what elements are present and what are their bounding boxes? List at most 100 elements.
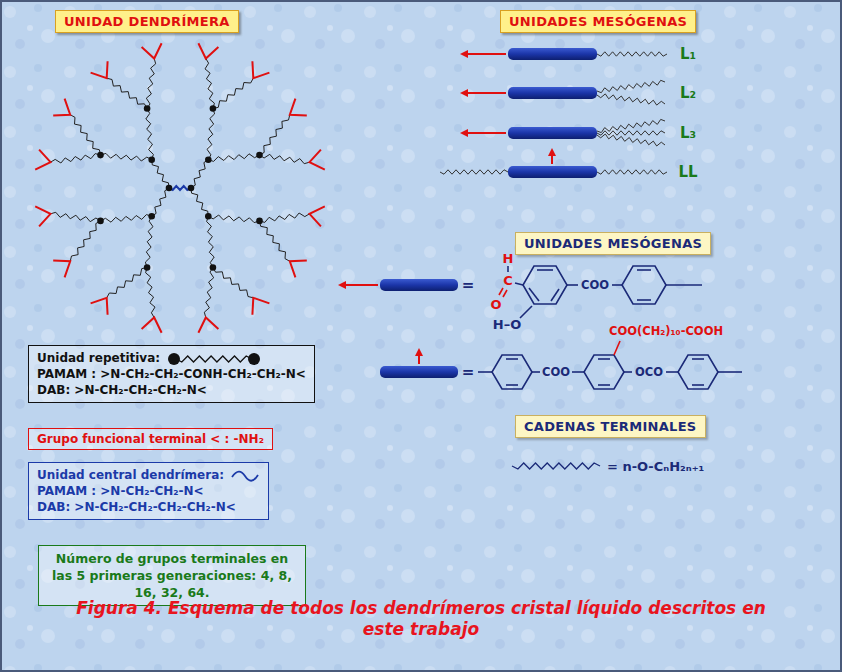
repeat-unit-box: Unidad repetitiva:PAMAM : >N-CH₂-CH₂-CON… [28, 345, 315, 403]
text-line: UNIDAD DENDRÍMERA [64, 14, 230, 29]
equals-sign: = [462, 363, 475, 381]
drawn-stroke [551, 150, 553, 164]
formula-line: DAB: >N-CH₂-CH₂-CH₂-CH₂-N< [37, 500, 236, 514]
drawn-stroke [176, 356, 252, 362]
drawn-stroke [208, 215, 259, 223]
terminal-group [35, 150, 50, 170]
drawn-stroke [537, 269, 553, 271]
drawn-stroke [598, 384, 610, 386]
equals-sign: = [462, 276, 475, 294]
branch-point [205, 213, 212, 220]
drawn-stroke [205, 59, 214, 109]
core-symbol [230, 469, 260, 483]
text-line: DAB: >N-CH₂-CH₂-CH₂-N< [37, 382, 306, 398]
alkyl-chain [597, 131, 665, 135]
chain-formula: = n-O-CₙH₂ₙ₊₁ [607, 459, 704, 474]
drawn-stroke [207, 216, 215, 267]
drawn-stroke [508, 166, 597, 178]
branch-point [166, 185, 173, 192]
drawn-stroke [666, 284, 702, 286]
mesogen-label: L₂ [680, 84, 696, 102]
core-unit-box: Unidad central dendrímera:PAMAM : >N-CH₂… [28, 462, 269, 520]
terminal-group [290, 99, 307, 116]
terminal-group [142, 318, 162, 333]
alkyl-chain [512, 463, 600, 469]
drawn-stroke [508, 127, 597, 139]
drawn-stroke [107, 268, 147, 298]
terminal-group [198, 43, 218, 58]
drawn-stroke [692, 384, 704, 386]
terminal-group [290, 260, 307, 277]
drawn-stroke [213, 268, 253, 298]
drawn-stroke [440, 52, 667, 469]
drawn-stroke [380, 48, 597, 378]
terminal-group [91, 61, 108, 78]
drawn-stroke [101, 153, 152, 161]
drawn-stroke [340, 284, 378, 286]
drawn-stroke [584, 355, 624, 389]
drawn-stroke [507, 266, 509, 272]
drawn-stroke [191, 188, 208, 216]
alkyl-chain [597, 80, 665, 92]
drawn-stroke [380, 366, 458, 378]
terminal-group [252, 298, 269, 315]
text-line: PAMAM : >N-CH₂-CH₂-N< [37, 483, 260, 499]
terminal-group [53, 99, 70, 116]
box-heading: Grupo funcional terminal < : -NH₂ [37, 432, 264, 446]
drawn-stroke [213, 78, 253, 108]
drawn-stroke [418, 350, 420, 364]
drawn-stroke [380, 279, 458, 291]
drawn-stroke [508, 48, 597, 60]
group-label: H–O [493, 317, 521, 332]
text-line: Unidad central dendrímera: [37, 467, 260, 483]
terminal-group [53, 260, 70, 277]
drawn-stroke [612, 284, 622, 286]
drawn-stroke [567, 284, 578, 286]
branch-point [144, 264, 151, 271]
drawn-stroke [191, 160, 208, 188]
drawn-stroke [152, 160, 169, 188]
core-unit [169, 186, 191, 190]
drawn-stroke [508, 87, 597, 99]
drawn-stroke [666, 371, 678, 373]
drawn-stroke [260, 213, 310, 222]
drawn-stroke [499, 266, 702, 318]
drawn-stroke [208, 154, 259, 162]
box-heading: CADENAS TERMINALES [524, 419, 697, 434]
drawn-stroke [499, 288, 503, 295]
terminal-group [310, 206, 325, 226]
alkyl-chain [440, 170, 508, 174]
text-line: PAMAM : >N-CH₂-CH₂-CONH-CH₂-CH₂-N< [37, 366, 306, 382]
branch-point [205, 156, 212, 163]
branch-point [256, 152, 263, 159]
drawn-stroke [107, 78, 147, 108]
drawn-stroke [520, 306, 532, 318]
text-line: Unidad repetitiva: [37, 350, 306, 366]
alkyl-chain [597, 119, 665, 132]
atom-label: O [490, 297, 501, 312]
drawn-stroke [260, 115, 290, 155]
box-heading: Unidad repetitiva: [37, 351, 160, 365]
drawn-stroke [260, 154, 310, 163]
generations-box: Número de grupos terminales en las 5 pri… [38, 545, 306, 606]
drawn-stroke [532, 371, 540, 373]
drawn-stroke [478, 341, 742, 389]
drawn-stroke [515, 283, 523, 285]
drawn-stroke [462, 92, 506, 94]
drawn-stroke [51, 154, 101, 163]
section-heading: CADENAS TERMINALES [515, 415, 706, 438]
branch-point [148, 156, 155, 163]
text-line: CADENAS TERMINALES [524, 419, 697, 434]
drawn-stroke [637, 269, 651, 271]
drawn-stroke [152, 188, 169, 216]
text-line: DAB: >N-CH₂-CH₂-CH₂-CH₂-N< [37, 499, 260, 515]
drawn-stroke [146, 59, 155, 109]
branch-point [168, 353, 180, 365]
drawn-stroke [204, 268, 213, 318]
drawn-stroke [492, 355, 532, 389]
drawn-stroke [462, 53, 506, 55]
section-heading: UNIDADES MESÓGENAS [500, 10, 696, 33]
drawn-stroke [101, 215, 152, 223]
